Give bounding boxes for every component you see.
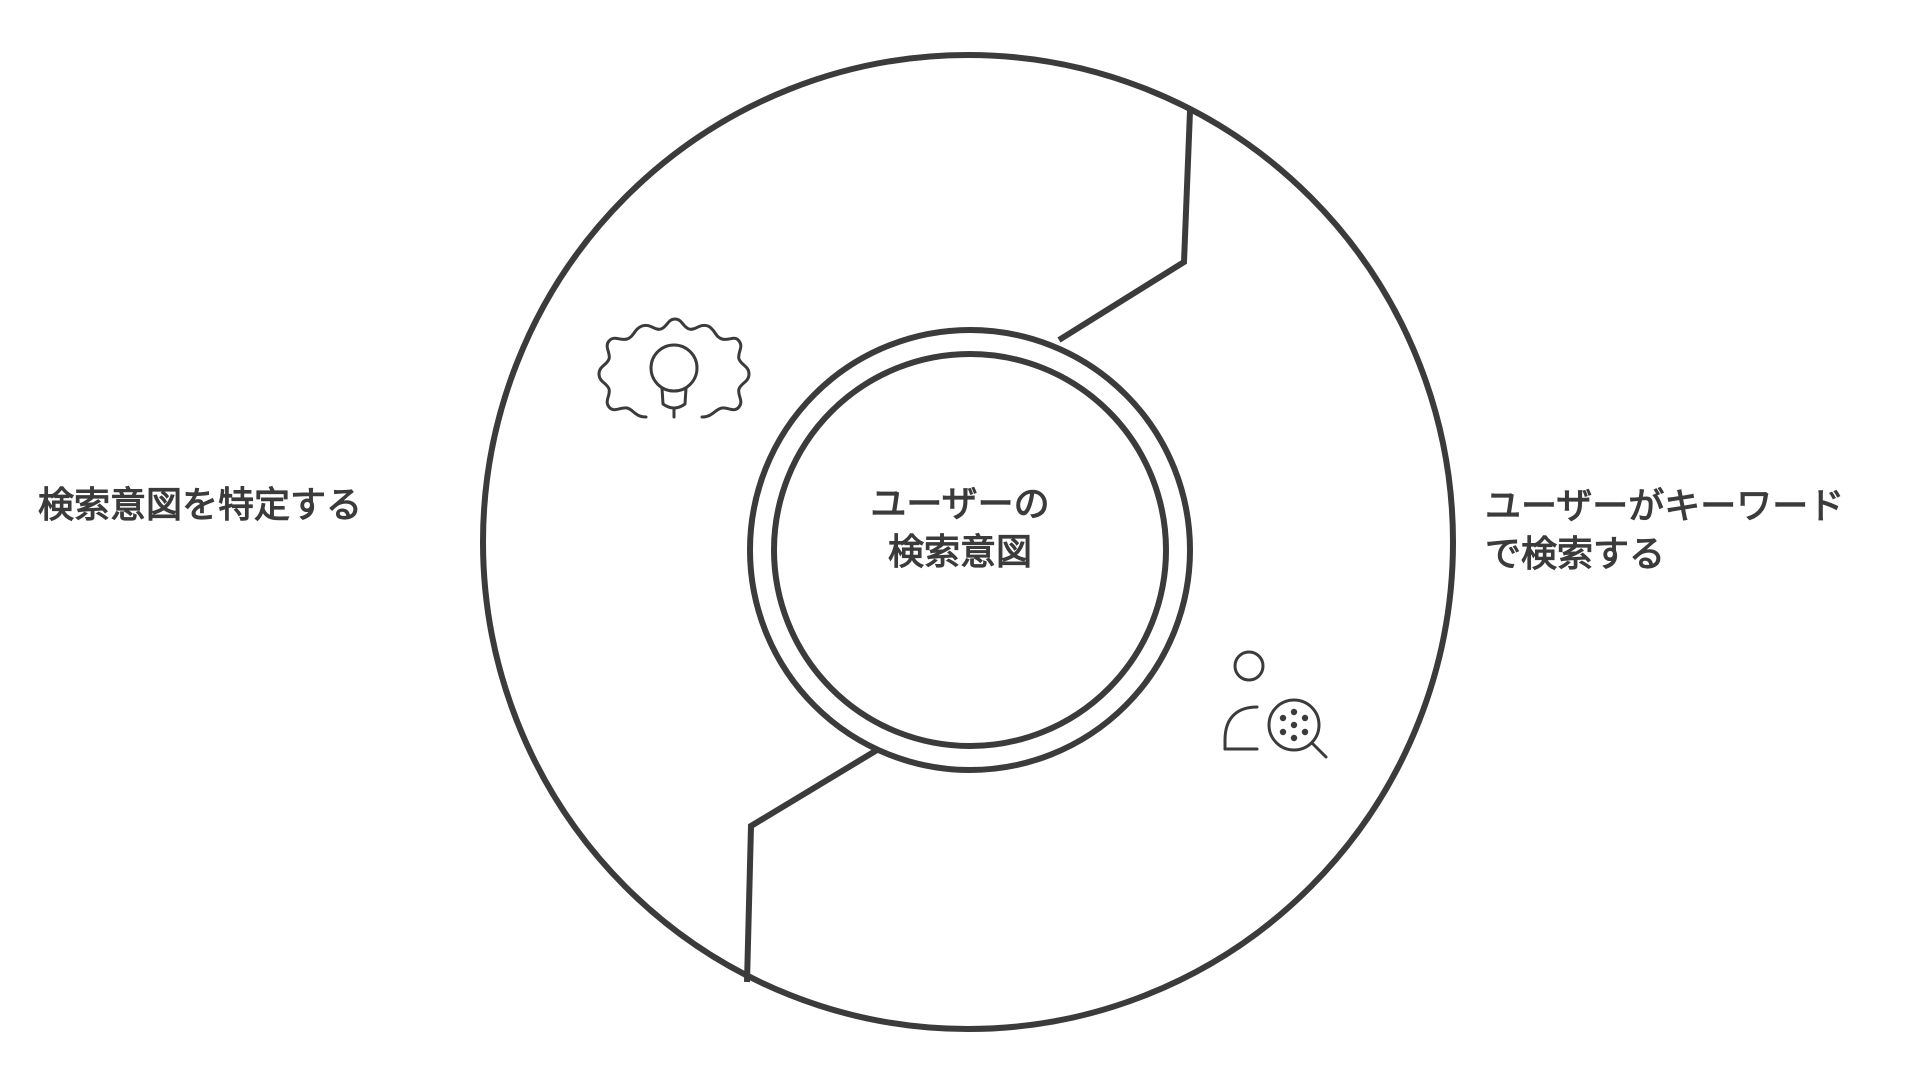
center-label-line2: 検索意図 [887, 532, 1032, 573]
user-search-icon [1223, 650, 1328, 759]
outer-ring [480, 52, 1456, 1032]
center-label: ユーザーの 検索意図 [810, 481, 1110, 577]
segment-divider-bottom [744, 744, 884, 983]
segment-label-keyword-search-line2: で検索する [1485, 534, 1666, 575]
segment-label-keyword-search-line1: ユーザーがキーワード [1485, 486, 1845, 527]
segment-label-identify-intent: 検索意図を特定する [38, 485, 363, 526]
inner-ring-inner [771, 351, 1169, 749]
segment-label-keyword-search: ユーザーがキーワード で検索する [1485, 483, 1844, 579]
center-label-line1: ユーザーの [870, 484, 1050, 525]
segment-divider-top [1057, 110, 1193, 343]
gear-lightbulb-icon [597, 317, 751, 419]
